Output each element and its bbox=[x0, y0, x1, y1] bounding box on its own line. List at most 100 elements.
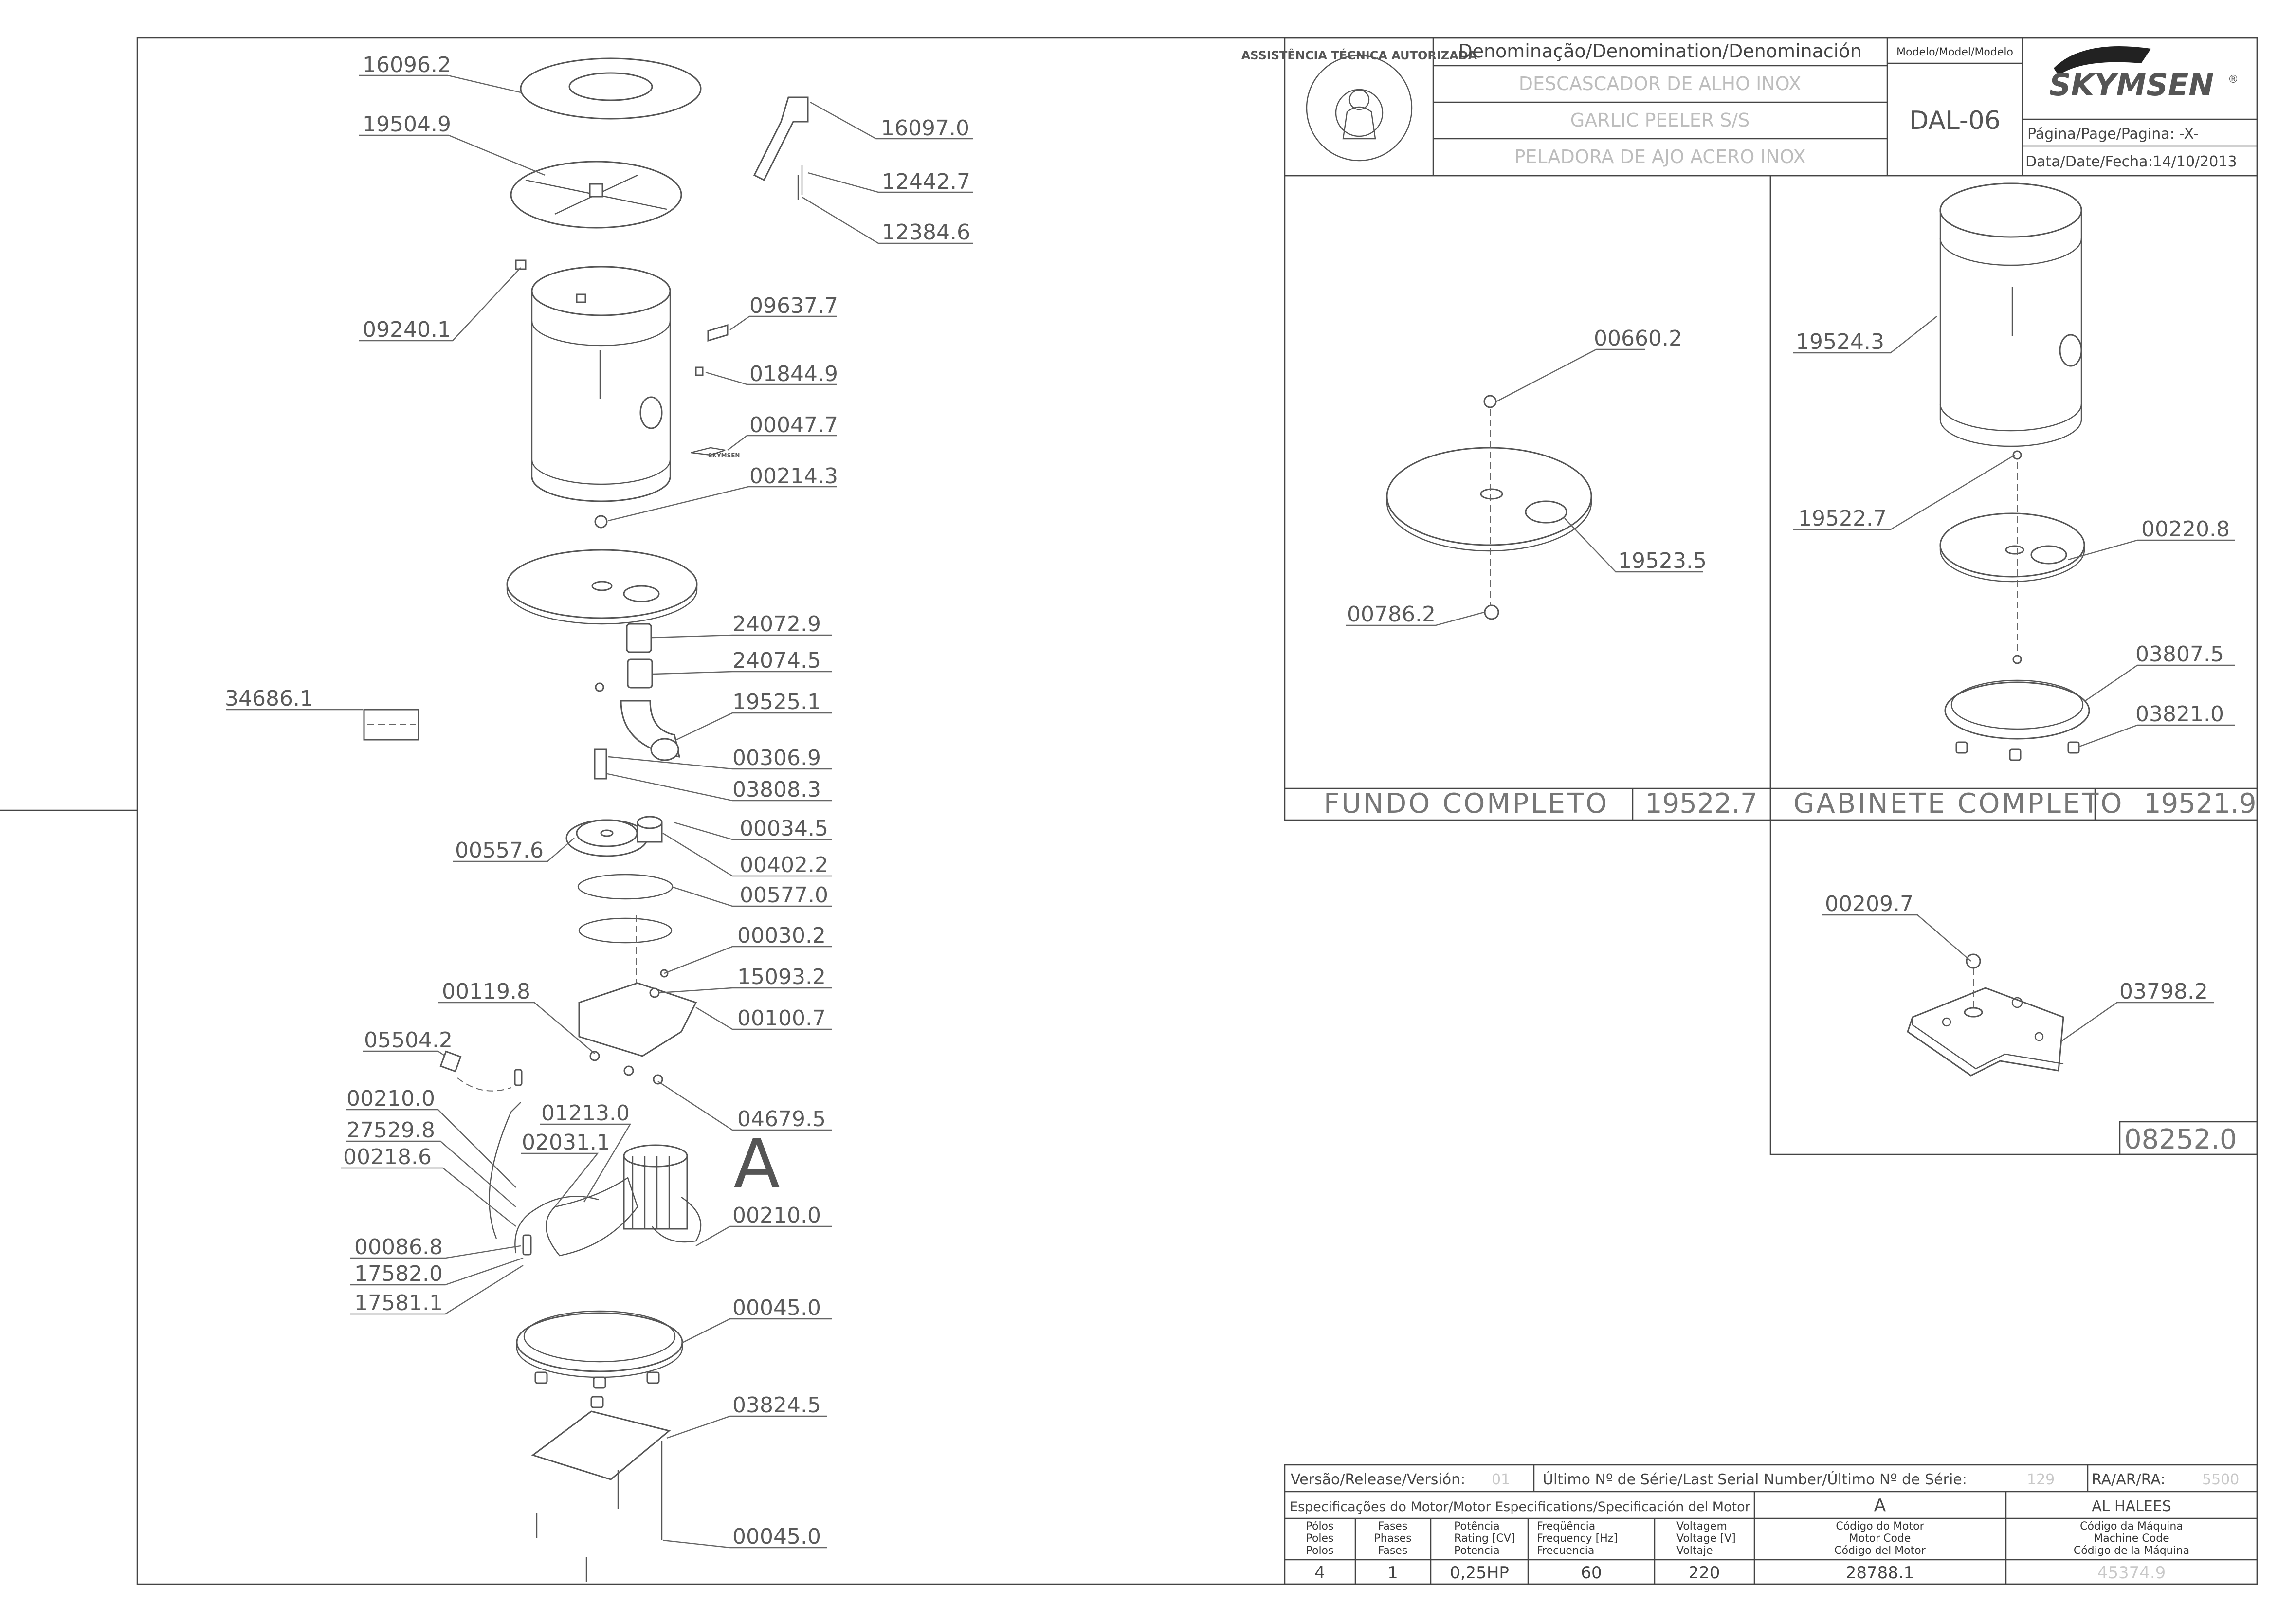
ra-value: 5500 bbox=[2202, 1471, 2239, 1488]
col-value: 4 bbox=[1314, 1563, 1325, 1583]
part-label: 16096.2 bbox=[363, 53, 451, 77]
part-label: 03798.2 bbox=[2119, 979, 2208, 1004]
part-label: 05504.2 bbox=[364, 1028, 453, 1053]
col-header: Fases bbox=[1378, 1520, 1408, 1533]
brand-logo: SKYMSEN ® bbox=[2049, 46, 2239, 103]
col-value: 1 bbox=[1387, 1563, 1398, 1583]
part-label: 12384.6 bbox=[882, 220, 970, 245]
cylinder-drum bbox=[531, 266, 671, 502]
base-plate-subassembly bbox=[1907, 953, 2064, 1077]
serial-label: Último Nº de Série/Last Serial Number/Úl… bbox=[1543, 1470, 1967, 1488]
product-name-pt: DESCASCADOR DE ALHO INOX bbox=[1519, 73, 1801, 94]
part-label: 00100.7 bbox=[737, 1006, 826, 1031]
part-label: 00047.7 bbox=[749, 413, 838, 438]
motor bbox=[546, 1144, 702, 1257]
base-section-code: 08252.0 bbox=[2124, 1124, 2237, 1155]
part-label: 00045.0 bbox=[732, 1296, 821, 1320]
part-label: 19522.7 bbox=[1798, 506, 1887, 531]
model-value: DAL-06 bbox=[1909, 106, 2001, 135]
part-labels: 16096.2 19504.9 16097.0 12442.7 12384.6 … bbox=[225, 53, 2230, 1549]
gabinete-subassembly bbox=[1939, 182, 2090, 761]
serial-value: 129 bbox=[2027, 1471, 2055, 1488]
col-header: Código da Máquina bbox=[2080, 1520, 2183, 1533]
ra-label: RA/AR/RA: bbox=[2092, 1471, 2165, 1488]
part-label: 04679.5 bbox=[737, 1107, 826, 1131]
part-label: 03824.5 bbox=[732, 1393, 821, 1418]
col-value: 28788.1 bbox=[1846, 1563, 1914, 1583]
part-label: 16097.0 bbox=[881, 116, 969, 141]
part-label: 00209.7 bbox=[1825, 892, 1913, 916]
fundo-subassembly bbox=[1386, 395, 1592, 620]
model-header: Modelo/Model/Modelo bbox=[1896, 46, 2013, 58]
part-label: 00220.8 bbox=[2141, 517, 2230, 542]
col-header: Rating [CV] bbox=[1454, 1533, 1515, 1545]
gabinete-section-code: 19521.9 bbox=[2144, 788, 2257, 820]
part-label: 03808.3 bbox=[732, 777, 821, 802]
fundo-section-name: FUNDO COMPLETO bbox=[1324, 788, 1609, 820]
part-label: 17582.0 bbox=[354, 1261, 443, 1286]
view-letter-a: A bbox=[733, 1125, 780, 1204]
part-label: 24072.9 bbox=[732, 612, 821, 637]
part-label: 00210.0 bbox=[732, 1203, 821, 1228]
authorized-service-seal: ASSISTÊNCIA TÉCNICA AUTORIZADA bbox=[1241, 48, 1477, 162]
part-label: 00557.6 bbox=[455, 838, 544, 863]
col-header: Machine Code bbox=[2094, 1533, 2169, 1545]
part-label: 27529.8 bbox=[346, 1118, 435, 1143]
part-label: 02031.1 bbox=[522, 1130, 610, 1155]
denomination-header: Denominação/Denomination/Denominación bbox=[1458, 40, 1861, 62]
col-header: Voltagem bbox=[1676, 1520, 1727, 1533]
part-label: 00119.8 bbox=[442, 979, 530, 1004]
motor-spec-table: Versão/Release/Versión: 01 Último Nº de … bbox=[1284, 1464, 2258, 1585]
part-label: 34686.1 bbox=[225, 686, 313, 711]
leader-lines bbox=[226, 74, 2235, 1549]
motor-spec-label: Especificações do Motor/Motor Especifica… bbox=[1290, 1499, 1751, 1515]
col-header: Código do Motor bbox=[1836, 1520, 1924, 1533]
part-label: 00214.3 bbox=[749, 464, 838, 489]
col-header: Código de la Máquina bbox=[2074, 1545, 2189, 1557]
part-label: 00577.0 bbox=[740, 883, 828, 908]
part-label: 00402.2 bbox=[740, 853, 828, 877]
brand-name: SKYMSEN bbox=[2049, 67, 2214, 103]
product-name-en: GARLIC PEELER S/S bbox=[1570, 109, 1749, 131]
svg-text:SKYMSEN: SKYMSEN bbox=[708, 452, 740, 459]
fundo-section-code: 19522.7 bbox=[1645, 788, 1758, 820]
col-header: Phases bbox=[1374, 1533, 1411, 1545]
part-label: 00660.2 bbox=[1594, 326, 1682, 351]
part-label: 00210.0 bbox=[346, 1086, 435, 1111]
col-header: Voltage [V] bbox=[1676, 1533, 1736, 1545]
subassembly-panels: FUNDO COMPLETO 19522.7 GABINETE COMPLETO… bbox=[1284, 175, 2258, 1155]
brand-registered-mark: ® bbox=[2228, 73, 2239, 86]
motor-letter: A bbox=[1874, 1496, 1886, 1515]
release-value: 01 bbox=[1492, 1471, 1510, 1488]
date-label: Data/Date/Fecha:14/10/2013 bbox=[2025, 153, 2237, 170]
part-label: 09240.1 bbox=[363, 317, 451, 342]
part-label: 17581.1 bbox=[354, 1291, 443, 1315]
customer-name: AL HALEES bbox=[2092, 1498, 2171, 1515]
part-label: 19525.1 bbox=[732, 690, 821, 714]
seal-text: ASSISTÊNCIA TÉCNICA AUTORIZADA bbox=[1241, 48, 1477, 62]
col-value: 45374.9 bbox=[2097, 1563, 2166, 1583]
main-exploded-view: SKYMSEN bbox=[363, 57, 809, 1582]
part-label: 19524.3 bbox=[1796, 329, 1884, 354]
part-label: 09637.7 bbox=[749, 293, 838, 318]
part-label: 00306.9 bbox=[732, 746, 821, 770]
col-header: Código del Motor bbox=[1834, 1545, 1926, 1557]
part-label: 15093.2 bbox=[737, 965, 826, 989]
col-header: Poles bbox=[1306, 1533, 1333, 1545]
part-label: 19523.5 bbox=[1618, 548, 1707, 573]
col-header: Frecuencia bbox=[1537, 1545, 1594, 1557]
col-header: Voltaje bbox=[1676, 1545, 1713, 1557]
part-label: 00086.8 bbox=[354, 1235, 443, 1259]
gabinete-section-name: GABINETE COMPLETO bbox=[1793, 788, 2124, 820]
product-name-es: PELADORA DE AJO ACERO INOX bbox=[1514, 146, 1805, 167]
release-label: Versão/Release/Versión: bbox=[1291, 1471, 1465, 1488]
part-label: 00045.0 bbox=[732, 1524, 821, 1549]
part-label: 00218.6 bbox=[343, 1145, 432, 1169]
col-header: Polos bbox=[1306, 1545, 1334, 1557]
col-header: Freqüência bbox=[1537, 1520, 1595, 1533]
col-value: 220 bbox=[1689, 1563, 1720, 1583]
col-header: Frequency [Hz] bbox=[1537, 1533, 1618, 1545]
part-label: 19504.9 bbox=[363, 112, 451, 137]
col-header: Potência bbox=[1454, 1520, 1500, 1533]
